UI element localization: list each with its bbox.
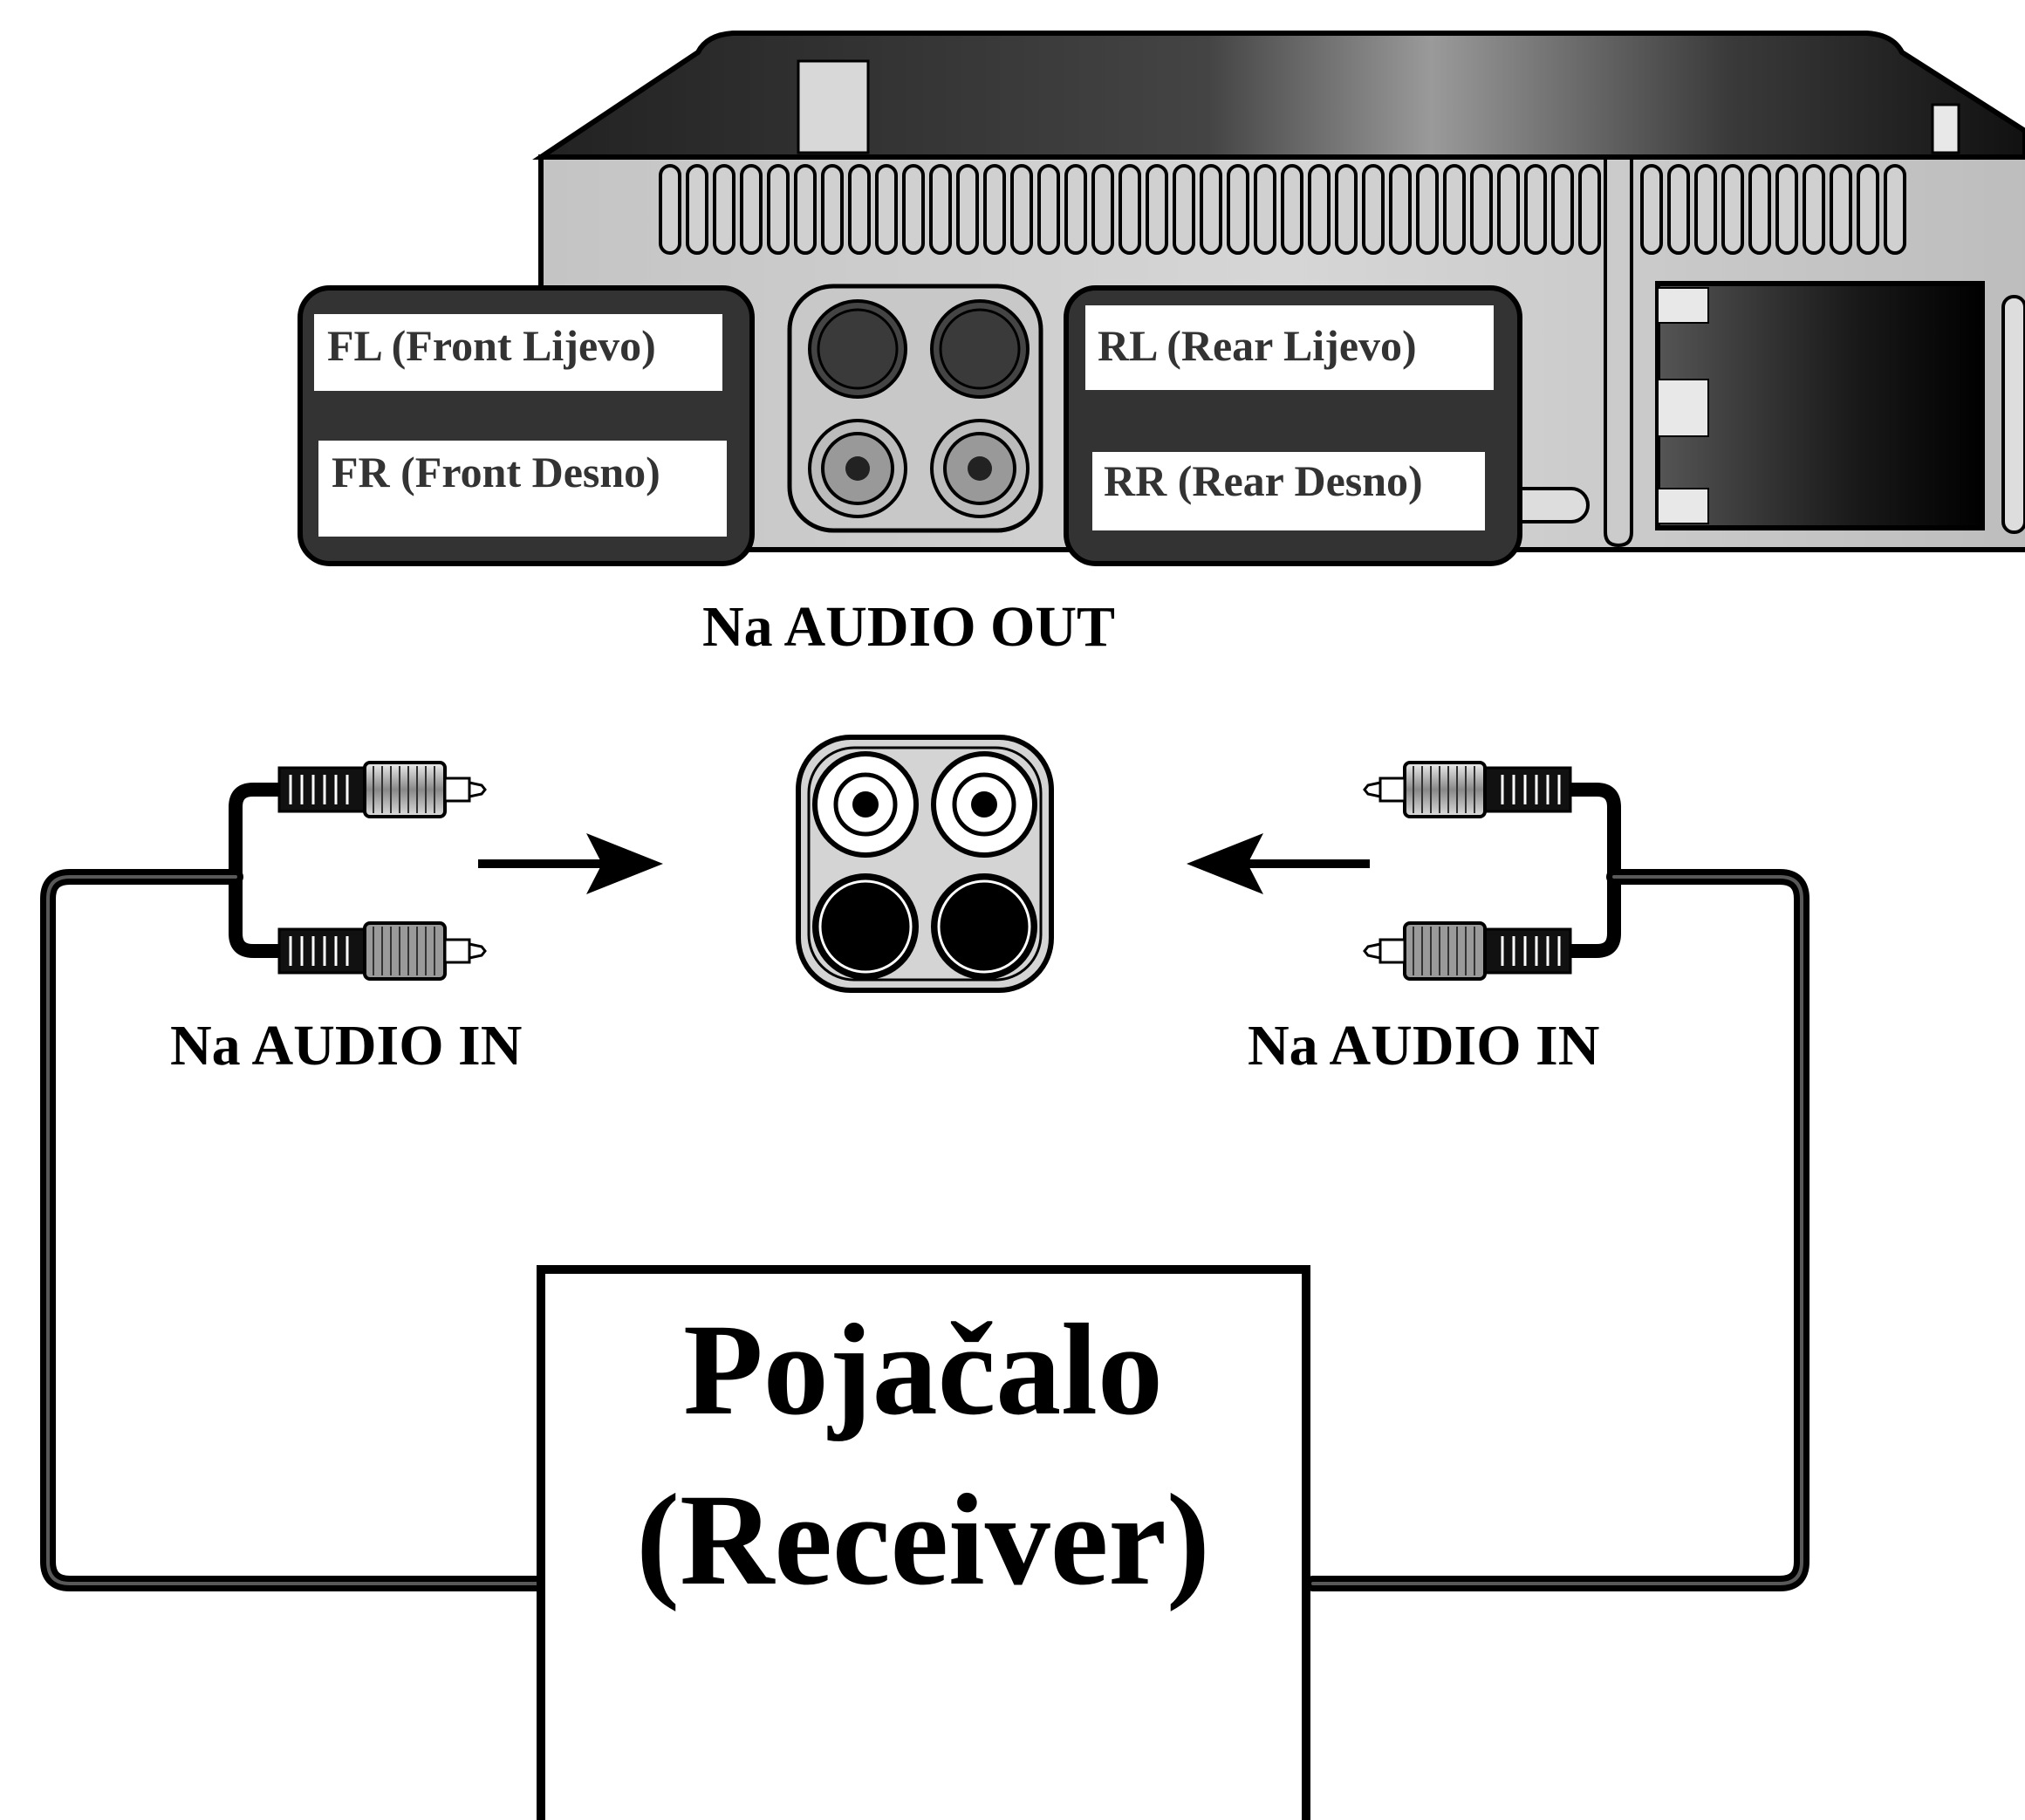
vent-slot — [1497, 164, 1520, 255]
vent-slot — [1362, 164, 1385, 255]
rca-plug-right-top — [1363, 761, 1572, 818]
vent-slot — [1227, 164, 1249, 255]
rear-label-panel: RL (Rear Lijevo) RR (Rear Desno) — [1064, 285, 1522, 566]
right-arrow — [478, 833, 663, 894]
unit-top-tab — [1931, 103, 1960, 154]
left-cable — [40, 783, 549, 1591]
unit-divider — [1604, 157, 1633, 548]
vent-slot — [1119, 164, 1141, 255]
fl-label: FL (Front Lijevo) — [327, 321, 656, 370]
unit-right-slot — [2001, 295, 2025, 534]
vent-slot — [1775, 164, 1798, 255]
receiver-subtitle: (Receiver) — [636, 1468, 1210, 1612]
vent-slot — [902, 164, 925, 255]
connector-pin — [1657, 379, 1709, 437]
audio-out-label: Na AUDIO OUT — [702, 595, 1115, 659]
fr-label: FR (Front Desno) — [332, 448, 660, 496]
unit-top-tab — [797, 59, 870, 154]
vent-slot — [956, 164, 979, 255]
vent-slot — [1037, 164, 1060, 255]
vent-slot — [1091, 164, 1114, 255]
audio-jack-closeup — [796, 735, 1054, 993]
vent-slot — [1694, 164, 1717, 255]
vent-slot — [821, 164, 844, 255]
vent-slot — [1803, 164, 1825, 255]
receiver-title: Pojačalo — [683, 1297, 1163, 1442]
front-label-panel: FL (Front Lijevo) FR (Front Desno) — [298, 285, 755, 566]
vent-slot — [767, 164, 790, 255]
vent-slot — [848, 164, 871, 255]
vent-slot — [1721, 164, 1744, 255]
rca-plug-left-bottom — [277, 921, 487, 981]
vent-slot — [1640, 164, 1663, 255]
vent-slot — [1578, 164, 1601, 255]
connector-pin — [1657, 287, 1709, 324]
rr-label: RR (Rear Desno) — [1104, 456, 1423, 505]
audio-in-left-label: Na AUDIO IN — [170, 1014, 522, 1078]
vent-slot — [1254, 164, 1276, 255]
vent-slot — [1416, 164, 1439, 255]
vent-slot — [1389, 164, 1412, 255]
vent-slot — [1470, 164, 1493, 255]
vent-slot — [686, 164, 708, 255]
audio-in-right-label: Na AUDIO IN — [1248, 1014, 1599, 1078]
unit-audio-out-jacks — [787, 284, 1043, 533]
right-cable — [1305, 783, 1810, 1591]
vent-slot — [1281, 164, 1303, 255]
rca-plug-left-top — [277, 761, 487, 818]
vent-slot — [983, 164, 1006, 255]
left-arrow — [1187, 833, 1370, 894]
vent-slot — [1335, 164, 1358, 255]
vent-slots — [659, 164, 1906, 255]
vent-slot — [713, 164, 735, 255]
vent-slot — [1551, 164, 1574, 255]
vent-slot — [1308, 164, 1331, 255]
vent-slot — [659, 164, 681, 255]
vent-slot — [875, 164, 898, 255]
connector-pin — [1657, 488, 1709, 524]
vent-slot — [1748, 164, 1771, 255]
vent-slot — [794, 164, 817, 255]
vent-slot — [1010, 164, 1033, 255]
vent-slot — [1884, 164, 1906, 255]
vent-slot — [1064, 164, 1087, 255]
rl-label: RL (Rear Lijevo) — [1098, 321, 1417, 370]
vent-slot — [1173, 164, 1195, 255]
rca-plug-right-bottom — [1363, 921, 1572, 981]
vent-slot — [740, 164, 763, 255]
vent-slot — [1443, 164, 1466, 255]
vent-slot — [1524, 164, 1547, 255]
vent-slot — [1857, 164, 1879, 255]
dvd-unit-back-panel: FL (Front Lijevo) FR (Front Desno) RL (R… — [298, 31, 2025, 566]
vent-slot — [1830, 164, 1852, 255]
vent-slot — [929, 164, 952, 255]
receiver-box: Pojačalo (Receiver) — [537, 1265, 1310, 1820]
vent-slot — [1200, 164, 1222, 255]
vent-slot — [1146, 164, 1168, 255]
unit-top-cover — [532, 31, 2025, 160]
vent-slot — [1667, 164, 1690, 255]
